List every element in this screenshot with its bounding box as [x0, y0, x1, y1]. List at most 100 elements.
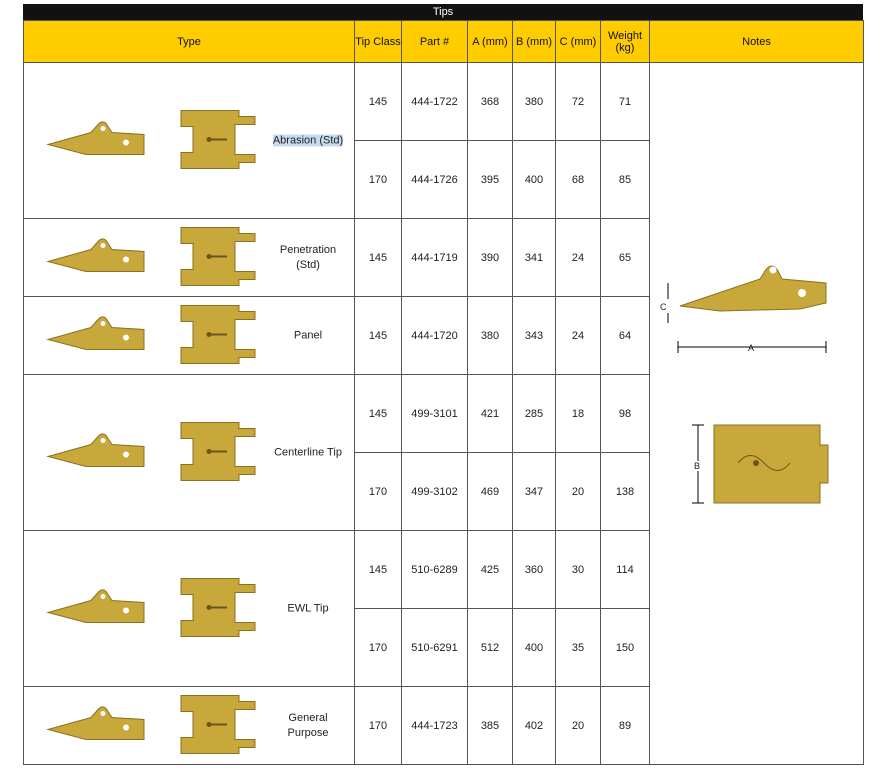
type-label: Abrasion (Std)	[272, 134, 344, 146]
weight-cell: 71	[600, 62, 650, 141]
tip-top-image	[179, 576, 259, 641]
tip-top-image	[179, 693, 259, 758]
type-cell: Abrasion (Std)	[23, 62, 355, 219]
tip-top-image	[179, 303, 259, 368]
tip-class-cell: 170	[354, 608, 402, 687]
tip-top-image	[179, 225, 259, 290]
tip-class-cell: 170	[354, 686, 402, 765]
type-label: Penetration (Std)	[279, 243, 337, 271]
dim-a-label: A	[748, 343, 755, 353]
tip-class-cell: 170	[354, 452, 402, 531]
col-notes: Notes	[649, 20, 864, 63]
tip-side-image	[46, 432, 146, 473]
dim-a-cell: 380	[467, 296, 513, 375]
dim-a-cell: 385	[467, 686, 513, 765]
weight-cell: 138	[600, 452, 650, 531]
tip-class-cell: 145	[354, 530, 402, 609]
dim-a-cell: 469	[467, 452, 513, 531]
type-label: Panel	[293, 329, 323, 341]
tip-class-cell: 145	[354, 218, 402, 297]
dim-a-cell: 390	[467, 218, 513, 297]
type-cell: Penetration (Std)	[23, 218, 355, 297]
dim-b-cell: 360	[512, 530, 556, 609]
dim-b-cell: 402	[512, 686, 556, 765]
tip-class-cell: 170	[354, 140, 402, 219]
dim-b-label: B	[694, 461, 701, 471]
tip-side-image	[46, 588, 146, 629]
col-part: Part #	[401, 20, 468, 63]
weight-cell: 64	[600, 296, 650, 375]
dim-a-cell: 368	[467, 62, 513, 141]
dim-c-cell: 20	[555, 686, 601, 765]
dim-a-cell: 395	[467, 140, 513, 219]
dimension-diagram	[667, 265, 829, 504]
col-b: B (mm)	[512, 20, 556, 63]
part-number-cell: 510-6289	[401, 530, 468, 609]
weight-cell: 150	[600, 608, 650, 687]
type-cell: Panel	[23, 296, 355, 375]
type-label: EWL Tip	[287, 602, 329, 614]
tips-table: Type Tip Class Part # A (mm) B (mm) C (m…	[23, 20, 864, 765]
tip-side-image	[46, 705, 146, 746]
weight-cell: 89	[600, 686, 650, 765]
col-c: C (mm)	[555, 20, 601, 63]
dim-c-cell: 24	[555, 218, 601, 297]
weight-cell: 98	[600, 374, 650, 453]
dim-a-cell: 421	[467, 374, 513, 453]
tip-side-image	[46, 315, 146, 356]
part-number-cell: 444-1722	[401, 62, 468, 141]
part-number-cell: 444-1723	[401, 686, 468, 765]
type-label: General Purpose	[287, 711, 329, 739]
part-number-cell: 444-1719	[401, 218, 468, 297]
dim-a-cell: 512	[467, 608, 513, 687]
dim-b-cell: 343	[512, 296, 556, 375]
tip-side-diagram	[667, 265, 827, 353]
col-type: Type	[23, 20, 355, 63]
notes-cell: C A B	[649, 62, 864, 765]
part-number-cell: 510-6291	[401, 608, 468, 687]
dim-c-cell: 20	[555, 452, 601, 531]
dim-b-cell: 341	[512, 218, 556, 297]
dim-c-cell: 18	[555, 374, 601, 453]
part-number-cell: 444-1726	[401, 140, 468, 219]
type-cell: General Purpose	[23, 686, 355, 765]
part-number-cell: 444-1720	[401, 296, 468, 375]
tip-top-image	[179, 108, 259, 173]
tip-class-cell: 145	[354, 296, 402, 375]
part-number-cell: 499-3101	[401, 374, 468, 453]
tip-top-image	[179, 420, 259, 485]
dim-b-cell: 347	[512, 452, 556, 531]
part-number-cell: 499-3102	[401, 452, 468, 531]
tip-side-image	[46, 237, 146, 278]
dim-a-cell: 425	[467, 530, 513, 609]
dim-b-cell: 285	[512, 374, 556, 453]
dim-c-cell: 35	[555, 608, 601, 687]
weight-cell: 65	[600, 218, 650, 297]
tip-top-diagram	[692, 424, 829, 504]
weight-cell: 114	[600, 530, 650, 609]
weight-cell: 85	[600, 140, 650, 219]
table-title: Tips	[432, 6, 454, 18]
dim-b-cell: 380	[512, 62, 556, 141]
dim-c-cell: 24	[555, 296, 601, 375]
dim-b-cell: 400	[512, 140, 556, 219]
dim-b-cell: 400	[512, 608, 556, 687]
tip-side-image	[46, 120, 146, 161]
dim-c-label: C	[660, 302, 667, 312]
dim-c-cell: 68	[555, 140, 601, 219]
col-tip-class: Tip Class	[354, 20, 402, 63]
type-cell: EWL Tip	[23, 530, 355, 687]
table-continuation-edge	[23, 764, 863, 771]
type-cell: Centerline Tip	[23, 374, 355, 531]
dim-c-cell: 72	[555, 62, 601, 141]
type-label: Centerline Tip	[274, 446, 342, 458]
table-title-bar: Tips	[23, 4, 863, 20]
